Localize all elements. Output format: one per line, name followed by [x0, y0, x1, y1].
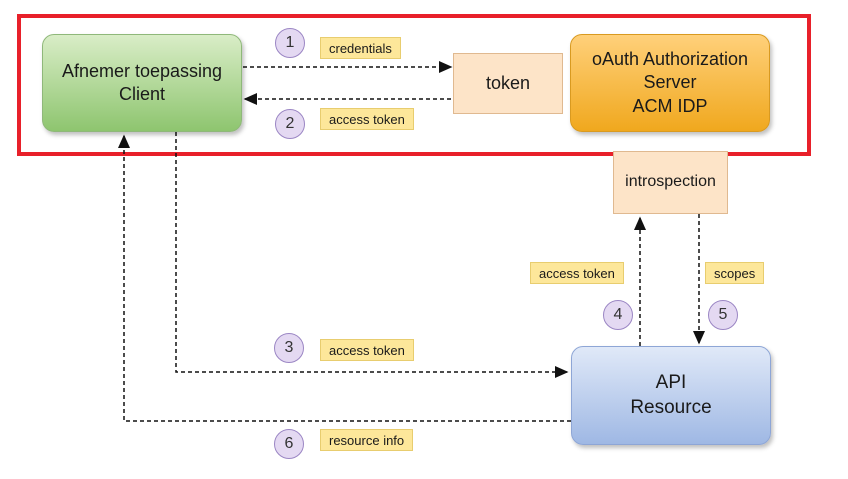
auth-line-1: oAuth Authorization	[591, 48, 749, 69]
step-4-badge: 4	[603, 300, 633, 330]
auth-line-2: Server	[643, 72, 697, 93]
token-label: token	[485, 72, 531, 93]
step-1-badge: 1	[275, 28, 305, 58]
client-line-1: Afnemer toepassing	[61, 60, 223, 81]
step-6-badge: 6	[274, 429, 304, 459]
step-3-badge: 3	[274, 333, 304, 363]
client-line-2: Client	[118, 84, 166, 104]
api-resource-node: API Resource	[571, 346, 771, 445]
highlight-frame	[17, 14, 811, 156]
step-1-label: credentials	[320, 37, 401, 59]
edge-api-to-client	[118, 134, 571, 422]
client-node: Afnemer toepassing Client	[42, 34, 242, 132]
auth-server-node: oAuth Authorization Server ACM IDP	[570, 34, 770, 132]
step-5-badge: 5	[708, 300, 738, 330]
api-line-1: API	[655, 371, 687, 393]
step-6-label: resource info	[320, 429, 414, 451]
token-node: token	[453, 53, 563, 114]
edge-client-to-api	[175, 132, 569, 378]
step-4-label: access token	[530, 262, 624, 284]
introspection-node: introspection	[613, 151, 728, 214]
step-5-label: scopes	[705, 262, 765, 284]
api-line-2: Resource	[630, 396, 712, 418]
introspection-label: introspection	[625, 173, 716, 191]
step-3-label: access token	[320, 339, 414, 361]
step-2-badge: 2	[275, 109, 305, 139]
auth-line-3: ACM IDP	[632, 95, 708, 116]
step-2-label: access token	[320, 108, 414, 130]
